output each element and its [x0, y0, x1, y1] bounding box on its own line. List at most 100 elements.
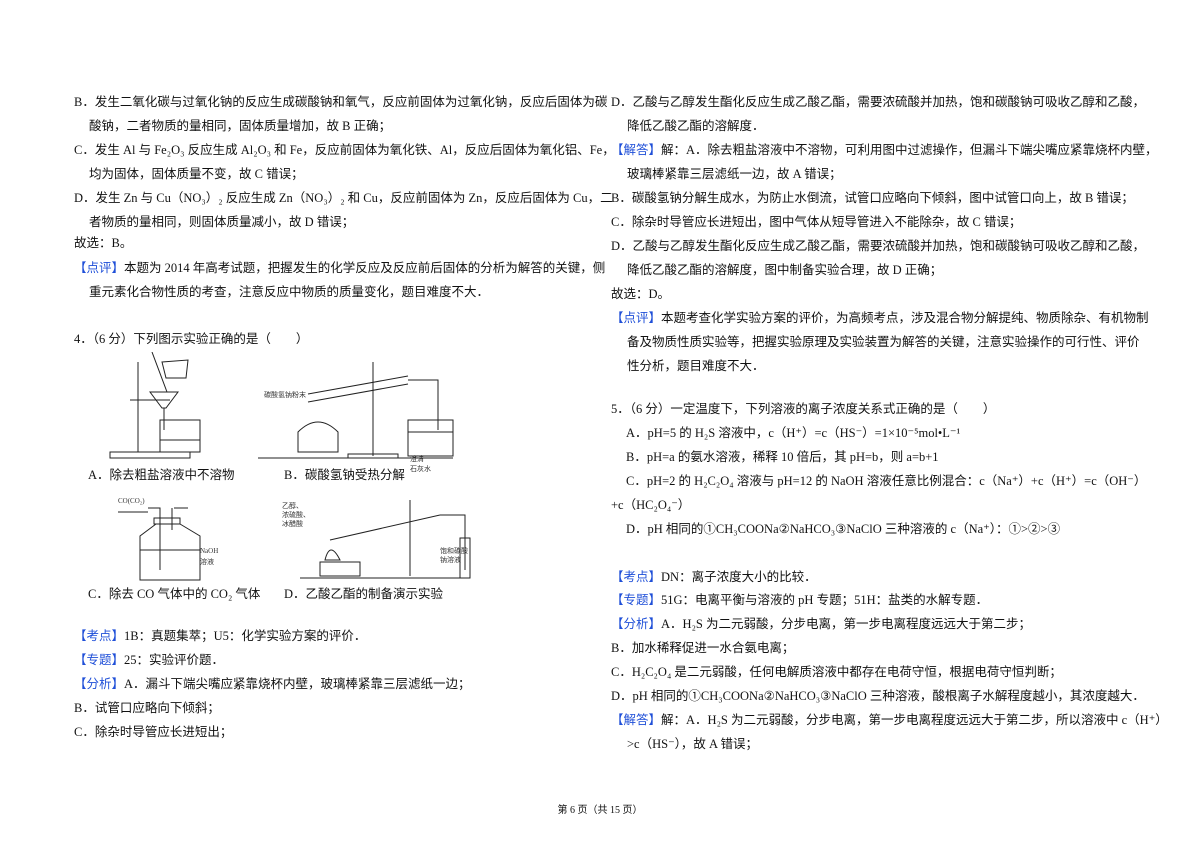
line-text: 酸钠，二者物质的量相同，固体质量增加，故 B 正确； [89, 119, 392, 133]
line-text: C．发生 Al 与 Fe₂O₃ 反应生成 Al₂O₃ 和 Fe，反应前固体为氧化… [74, 143, 615, 157]
line-text: D．pH 相同的①CH₃COONa②NaHCO₃③NaClO 三种溶液，酸根离子… [611, 689, 1145, 703]
figure-a-filtration [109, 352, 201, 459]
text-line: 备及物质性质实验等，把握实验原理及实验装置为解答的关键，注意实验操作的可行性、评… [627, 334, 1140, 350]
line-text: A．pH=5 的 H₂S 溶液中，c（H⁺）=c（HS⁻）=1×10⁻⁵mol•… [626, 426, 961, 440]
line-text: D．发生 Zn 与 Cu（NO₃）₂ 反应生成 Zn（NO₃）₂ 和 Cu，反应… [74, 191, 613, 205]
line-text: C．pH=2 的 H₂C₂O₄ 溶液与 pH=12 的 NaOH 溶液任意比例混… [626, 474, 1147, 488]
figure-label: 石灰水 [410, 465, 431, 473]
line-text: B．碳酸氢钠分解生成水，为防止水倒流，试管口应略向下倾斜，图中试管口向上，故 B… [611, 191, 1134, 205]
tagged-paragraph-line: 【点评】本题为 2014 年高考试题，把握发生的化学反应及反应前后固体的分析为解… [74, 260, 605, 276]
line-text: A．漏斗下端尖嘴应紧靠烧杯内壁，玻璃棒紧靠三层滤纸一边； [124, 677, 471, 691]
tagged-paragraph-line: 【专题】51G：电离平衡与溶液的 pH 专题；51H：盐类的水解专题． [611, 592, 988, 608]
text-line: C．除杂时导管应长进短出； [74, 724, 232, 740]
section-tag: 【专题】 [74, 653, 125, 667]
text-line: B．碳酸氢钠分解生成水，为防止水倒流，试管口应略向下倾斜，图中试管口向上，故 B… [611, 190, 1134, 206]
figure-caption: D．乙酸乙酯的制备演示实验 [284, 587, 444, 601]
text-line: 玻璃棒紧靠三层滤纸一边，故 A 错误； [627, 166, 842, 182]
figure-caption: A．除去粗盐溶液中不溶物 [88, 468, 235, 482]
text-line: C．H₂C₂O₄ 是二元弱酸，任何电解质溶液中都存在电荷守恒，根据电荷守恒判断； [611, 664, 1062, 680]
figure-label: 冰醋酸 [282, 520, 303, 528]
line-text: B．加水稀释促进一水合氨电离； [611, 641, 795, 655]
text-line: C．pH=2 的 H₂C₂O₄ 溶液与 pH=12 的 NaOH 溶液任意比例混… [626, 473, 1146, 489]
text-line: B．发生二氧化碳与过氧化钠的反应生成碳酸钠和氧气，反应前固体为过氧化钠，反应后固… [74, 94, 607, 110]
line-text: +c（HC₂O₄⁻） [611, 498, 691, 512]
line-text: 重元素化合物性质的考查，注意反应中物质的质量变化，题目难度不大． [89, 285, 490, 299]
text-line: 故选：B。 [74, 235, 132, 251]
tagged-paragraph-line: 【解答】解：A．除去粗盐溶液中不溶物，可利用图中过滤操作，但漏斗下端尖嘴应紧靠烧… [611, 142, 1158, 158]
line-text: 4．（6 分）下列图示实验正确的是（ ） [74, 332, 309, 346]
tagged-paragraph-line: 【考点】DN：离子浓度大小的比较． [611, 569, 817, 585]
text-line: C．除杂时导管应长进短出，图中气体从短导管进入不能除杂，故 C 错误； [611, 214, 1021, 230]
line-text: B．发生二氧化碳与过氧化钠的反应生成碳酸钠和氧气，反应前固体为过氧化钠，反应后固… [74, 95, 608, 109]
section-tag: 【考点】 [74, 629, 125, 643]
line-text: 性分析，题目难度不大． [627, 359, 765, 373]
line-text: 者物质的量相同，则固体质量减小，故 D 错误； [89, 215, 355, 229]
text-line: D．发生 Zn 与 Cu（NO₃）₂ 反应生成 Zn（NO₃）₂ 和 Cu，反应… [74, 190, 613, 206]
line-text: DN：离子浓度大小的比较． [661, 570, 817, 584]
text-line: 5．（6 分）一定温度下，下列溶液的离子浓度关系式正确的是（ ） [611, 401, 995, 417]
section-tag: 【点评】 [74, 261, 125, 275]
line-text: 5．（6 分）一定温度下，下列溶液的离子浓度关系式正确的是（ ） [611, 402, 996, 416]
section-tag: 【分析】 [611, 617, 662, 631]
tagged-paragraph-line: 【解答】解：A．H₂S 为二元弱酸，分步电离，第一步电离程度远远大于第二步，所以… [611, 712, 1168, 728]
line-text: 降低乙酸乙酯的溶解度，图中制备实验合理，故 D 正确； [627, 263, 943, 277]
figure-label: 乙醇、 [282, 502, 303, 510]
line-text: 故选：D。 [611, 287, 671, 301]
line-text: D．乙酸与乙醇发生酯化反应生成乙酸乙酯，需要浓硫酸并加热，饱和碳酸钠可吸收乙醇和… [611, 239, 1146, 253]
line-text: 51G：电离平衡与溶液的 pH 专题；51H：盐类的水解专题． [661, 593, 989, 607]
line-text: B．试管口应略向下倾斜； [74, 701, 220, 715]
line-text: C．除杂时导管应长进短出； [74, 725, 233, 739]
line-text: >c（HS⁻），故 A 错误； [627, 737, 759, 751]
figure-label: 浓硫酸、 [282, 511, 310, 519]
figure-b-heating [258, 362, 454, 459]
tagged-paragraph-line: 【分析】A．H₂S 为二元弱酸，分步电离，第一步电离程度远远大于第二步； [611, 616, 1031, 632]
text-line: 均为固体，固体质量不变，故 C 错误； [89, 166, 304, 182]
text-line: >c（HS⁻），故 A 错误； [627, 736, 758, 752]
text-line: B．试管口应略向下倾斜； [74, 700, 220, 716]
line-text: B．pH=a 的氨水溶液，稀释 10 倍后，其 pH=b，则 a=b+1 [626, 450, 939, 464]
figure-label: 澄清 [410, 455, 424, 463]
figure-label: 碳酸氢钠粉末 [264, 391, 306, 399]
text-line: D．乙酸与乙醇发生酯化反应生成乙酸乙酯，需要浓硫酸并加热，饱和碳酸钠可吸收乙醇和… [611, 94, 1145, 110]
text-line: D．pH 相同的①CH₃COONa②NaHCO₃③NaClO 三种溶液，酸根离子… [611, 688, 1145, 704]
tagged-paragraph-line: 【分析】A．漏斗下端尖嘴应紧靠烧杯内壁，玻璃棒紧靠三层滤纸一边； [74, 676, 471, 692]
line-text: 玻璃棒紧靠三层滤纸一边，故 A 错误； [627, 167, 842, 181]
text-line: C．发生 Al 与 Fe₂O₃ 反应生成 Al₂O₃ 和 Fe，反应前固体为氧化… [74, 142, 615, 158]
tagged-paragraph-line: 【专题】25：实验评价题． [74, 652, 224, 668]
text-line: 降低乙酸乙酯的溶解度，图中制备实验合理，故 D 正确； [627, 262, 942, 278]
figure-d-esterification [300, 500, 471, 579]
line-text: 降低乙酸乙酯的溶解度． [627, 119, 765, 133]
text-line: A．pH=5 的 H₂S 溶液中，c（H⁺）=c（HS⁻）=1×10⁻⁵mol•… [626, 425, 960, 441]
section-tag: 【分析】 [74, 677, 125, 691]
text-line: B．加水稀释促进一水合氨电离； [611, 640, 794, 656]
tagged-paragraph-line: 【点评】本题考查化学实验方案的评价，为高频考点，涉及混合物分解提纯、物质除杂、有… [611, 310, 1149, 326]
tagged-paragraph-line: 【考点】1B：真题集萃；U5：化学实验方案的评价． [74, 628, 366, 644]
figure-label: 溶液 [200, 558, 214, 566]
line-text: 备及物质性质实验等，把握实验原理及实验装置为解答的关键，注意实验操作的可行性、评… [627, 335, 1140, 349]
line-text: 本题为 2014 年高考试题，把握发生的化学反应及反应前后固体的分析为解答的关键… [124, 261, 606, 275]
figure-caption: C．除去 CO 气体中的 CO₂ 气体 [88, 587, 261, 601]
figure-label: NaOH [200, 547, 219, 555]
line-text: A．H₂S 为二元弱酸，分步电离，第一步电离程度远远大于第二步； [661, 617, 1032, 631]
text-line: 者物质的量相同，则固体质量减小，故 D 错误； [89, 214, 354, 230]
text-line: B．pH=a 的氨水溶液，稀释 10 倍后，其 pH=b，则 a=b+1 [626, 449, 939, 465]
section-tag: 【解答】 [611, 713, 662, 727]
page-footer: 第 6 页（共 15 页） [557, 805, 643, 816]
text-line: D．pH 相同的①CH₃COONa②NaHCO₃③NaClO 三种溶液的 c（N… [626, 521, 1060, 537]
line-text: 均为固体，固体质量不变，故 C 错误； [89, 167, 304, 181]
figure-label: 钠溶液 [440, 556, 461, 564]
line-text: C．除杂时导管应长进短出，图中气体从短导管进入不能除杂，故 C 错误； [611, 215, 1022, 229]
section-tag: 【解答】 [611, 143, 662, 157]
text-line: D．乙酸与乙醇发生酯化反应生成乙酸乙酯，需要浓硫酸并加热，饱和碳酸钠可吸收乙醇和… [611, 238, 1145, 254]
line-text: 本题考查化学实验方案的评价，为高频考点，涉及混合物分解提纯、物质除杂、有机物制 [661, 311, 1149, 325]
line-text: 故选：B。 [74, 236, 133, 250]
line-text: 25：实验评价题． [124, 653, 225, 667]
text-line: 故选：D。 [611, 286, 670, 302]
figure-caption: B．碳酸氢钠受热分解 [284, 468, 405, 482]
line-text: 解：A．H₂S 为二元弱酸，分步电离，第一步电离程度远远大于第二步，所以溶液中 … [661, 713, 1168, 727]
figure-label: 饱和碳酸 [440, 547, 468, 555]
text-line: 性分析，题目难度不大． [627, 358, 765, 374]
text-line: 降低乙酸乙酯的溶解度． [627, 118, 765, 134]
section-tag: 【专题】 [611, 593, 662, 607]
line-text: D．pH 相同的①CH₃COONa②NaHCO₃③NaClO 三种溶液的 c（N… [626, 522, 1061, 536]
